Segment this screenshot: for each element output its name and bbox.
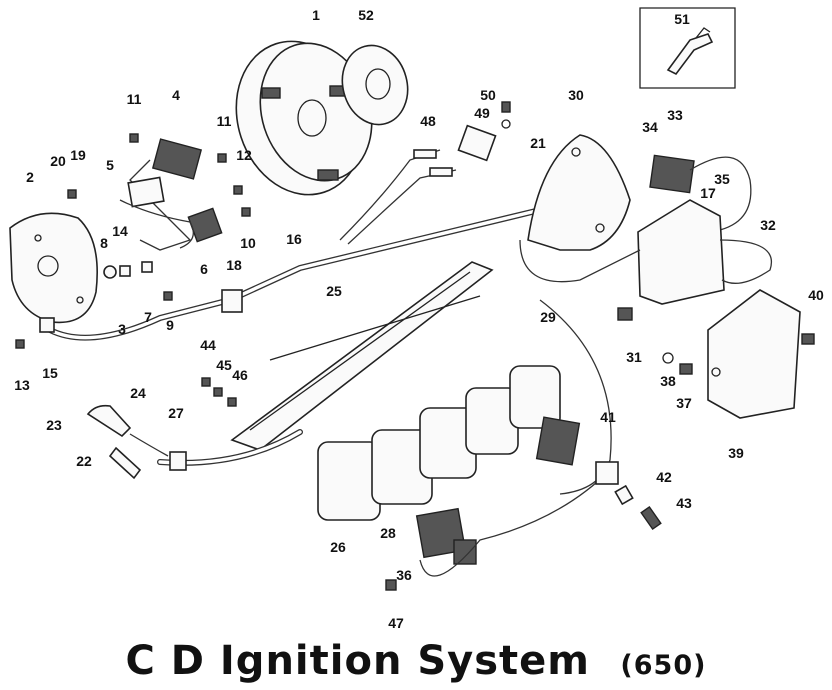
part-label: 8: [100, 235, 108, 251]
diagram-title: C D Ignition System (650): [0, 638, 832, 684]
part-label: 42: [656, 469, 672, 485]
part-label: 12: [236, 147, 252, 163]
part-label: 33: [667, 107, 683, 123]
ignition-coils: [317, 365, 581, 565]
part-label: 28: [380, 525, 396, 541]
part-label: 7: [144, 309, 152, 325]
flywheel-plate-part: [341, 44, 409, 126]
spark-plug-part: [86, 404, 169, 480]
part-label: 23: [46, 417, 62, 433]
part-label: 32: [760, 217, 776, 233]
part-label: 46: [232, 367, 248, 383]
part-label: 24: [130, 385, 146, 401]
part-label: 31: [626, 349, 642, 365]
part-label: 13: [14, 377, 30, 393]
mounting-bracket-part: [527, 134, 631, 251]
connector-plate-part: [230, 261, 494, 451]
part-label: 2: [26, 169, 34, 185]
part-label: 39: [728, 445, 744, 461]
part-label: 43: [676, 495, 692, 511]
part-label: 16: [286, 231, 302, 247]
part-label: 4: [172, 87, 180, 103]
part-label: 51: [674, 11, 690, 27]
coil-assemblies: [119, 138, 223, 251]
title-text: C D Ignition System: [125, 638, 590, 684]
part-label: 25: [326, 283, 342, 299]
part-label: 3: [118, 321, 126, 337]
cd-unit-box-part: [519, 199, 773, 305]
part-label: 22: [76, 453, 92, 469]
subtitle-text: (650): [620, 650, 707, 681]
part-label: 38: [660, 373, 676, 389]
part-label: 26: [330, 539, 346, 555]
part-label: 15: [42, 365, 58, 381]
part-label: 52: [358, 7, 374, 23]
regulator-box-part: [707, 289, 801, 419]
part-label: 6: [200, 261, 208, 277]
part-label: 9: [166, 317, 174, 333]
part-label: 47: [388, 615, 404, 631]
small-fasteners: [15, 101, 815, 591]
part-label: 21: [530, 135, 546, 151]
stator-plate-part: [9, 212, 98, 324]
part-label: 10: [240, 235, 256, 251]
part-label: 11: [127, 91, 142, 107]
inset-frame: [639, 7, 736, 89]
part-label: 35: [714, 171, 730, 187]
part-label: 1: [312, 7, 320, 23]
part-label: 50: [480, 87, 496, 103]
part-label: 37: [676, 395, 692, 411]
switch-part: [649, 154, 752, 231]
part-label: 20: [50, 153, 66, 169]
part-label: 14: [112, 223, 128, 239]
diagram-drawing: 1525141111504948303433201951221173521432…: [9, 7, 824, 631]
lower-harness: [157, 299, 619, 577]
connector-parts: [339, 124, 497, 245]
part-label: 17: [700, 185, 716, 201]
part-label: 19: [70, 147, 86, 163]
main-harness: [39, 207, 543, 341]
part-label: 29: [540, 309, 556, 325]
part-label: 49: [474, 105, 490, 121]
part-label: 18: [226, 257, 242, 273]
part-label: 40: [808, 287, 824, 303]
part-label: 11: [217, 113, 232, 129]
part-label: 41: [600, 409, 616, 425]
part-label: 44: [200, 337, 216, 353]
part-label: 45: [216, 357, 232, 373]
part-label: 30: [568, 87, 584, 103]
part-label: 34: [642, 119, 658, 135]
part-label: 27: [168, 405, 184, 421]
part-label: 5: [106, 157, 114, 173]
part-label: 48: [420, 113, 436, 129]
part-label: 36: [396, 567, 412, 583]
